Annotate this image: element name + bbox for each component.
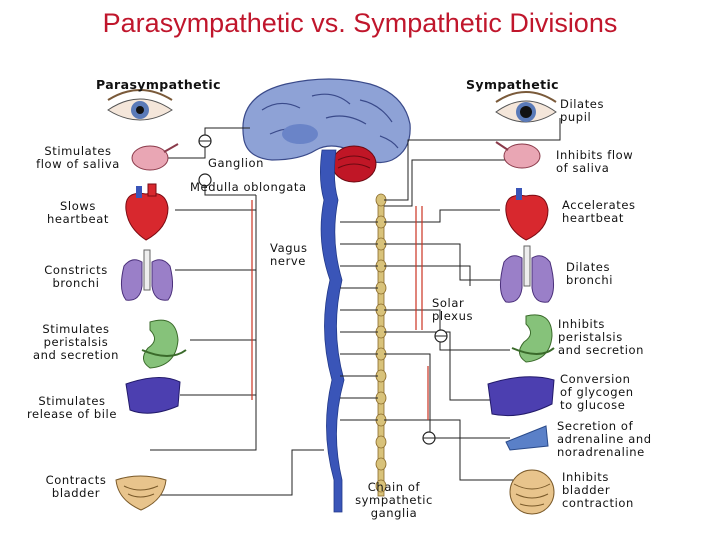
- left-label-bronchi: Constricts bronchi: [44, 263, 108, 290]
- left-label-heartbeat: Slows heartbeat: [47, 199, 109, 226]
- right-label-peristalsis: Inhibits peristalsis and secretion: [558, 317, 645, 357]
- left-stomach-icon: [141, 319, 187, 369]
- right-heart-icon: [505, 188, 549, 241]
- right-label-glycogen: Conversion of glycogen to glucose: [560, 372, 634, 412]
- vagus-nerve-label: Vagus nerve: [270, 241, 308, 268]
- right-bladder-icon: [509, 469, 555, 515]
- left-liver-icon: [125, 377, 181, 414]
- sympathetic-header: Sympathetic: [466, 77, 559, 92]
- solar-plexus-label: Solar plexus: [432, 296, 474, 323]
- spinal-cord: [320, 149, 345, 513]
- left-eye-icon: [107, 89, 173, 121]
- brain-icon: [242, 78, 411, 183]
- left-label-bile: Stimulates release of bile: [26, 394, 118, 421]
- left-bladder-icon: [115, 475, 167, 511]
- sympathetic-chain: [340, 193, 387, 497]
- right-lungs-icon: [500, 245, 554, 303]
- left-lungs-icon: [120, 249, 174, 301]
- ganglion-label: Ganglion: [208, 156, 265, 170]
- right-eye-icon: [495, 91, 557, 123]
- left-label-peristalsis: Stimulates peristalsis and secretion: [32, 322, 120, 362]
- right-label-bladder: Inhibits bladder contraction: [562, 470, 634, 510]
- left-label-bladder: Contracts bladder: [45, 473, 107, 500]
- right-label-heartbeat: Accelerates heartbeat: [562, 198, 636, 225]
- right-stomach-icon: [511, 314, 555, 363]
- medulla-label: Medulla oblongata: [190, 180, 307, 194]
- right-label-saliva: Inhibits flow of saliva: [556, 148, 634, 175]
- right-salivary-gland-icon: [495, 141, 541, 169]
- left-heart-icon: [125, 183, 169, 241]
- left-salivary-gland-icon: [131, 143, 179, 171]
- right-liver-icon: [487, 376, 555, 417]
- right-label-adrenaline: Secretion of adrenaline and noradrenalin…: [557, 419, 652, 459]
- right-label-pupil: Dilates pupil: [560, 97, 605, 124]
- right-label-bronchi: Dilates bronchi: [566, 260, 614, 287]
- left-label-saliva: Stimulates flow of saliva: [36, 144, 120, 171]
- slide-title: Parasympathetic vs. Sympathetic Division…: [102, 8, 618, 38]
- parasympathetic-nerves: [150, 127, 324, 496]
- adrenal-gland-icon: [505, 425, 549, 451]
- parasympathetic-header: Parasympathetic: [96, 77, 221, 92]
- chain-label: Chain of sympathetic ganglia: [355, 480, 433, 520]
